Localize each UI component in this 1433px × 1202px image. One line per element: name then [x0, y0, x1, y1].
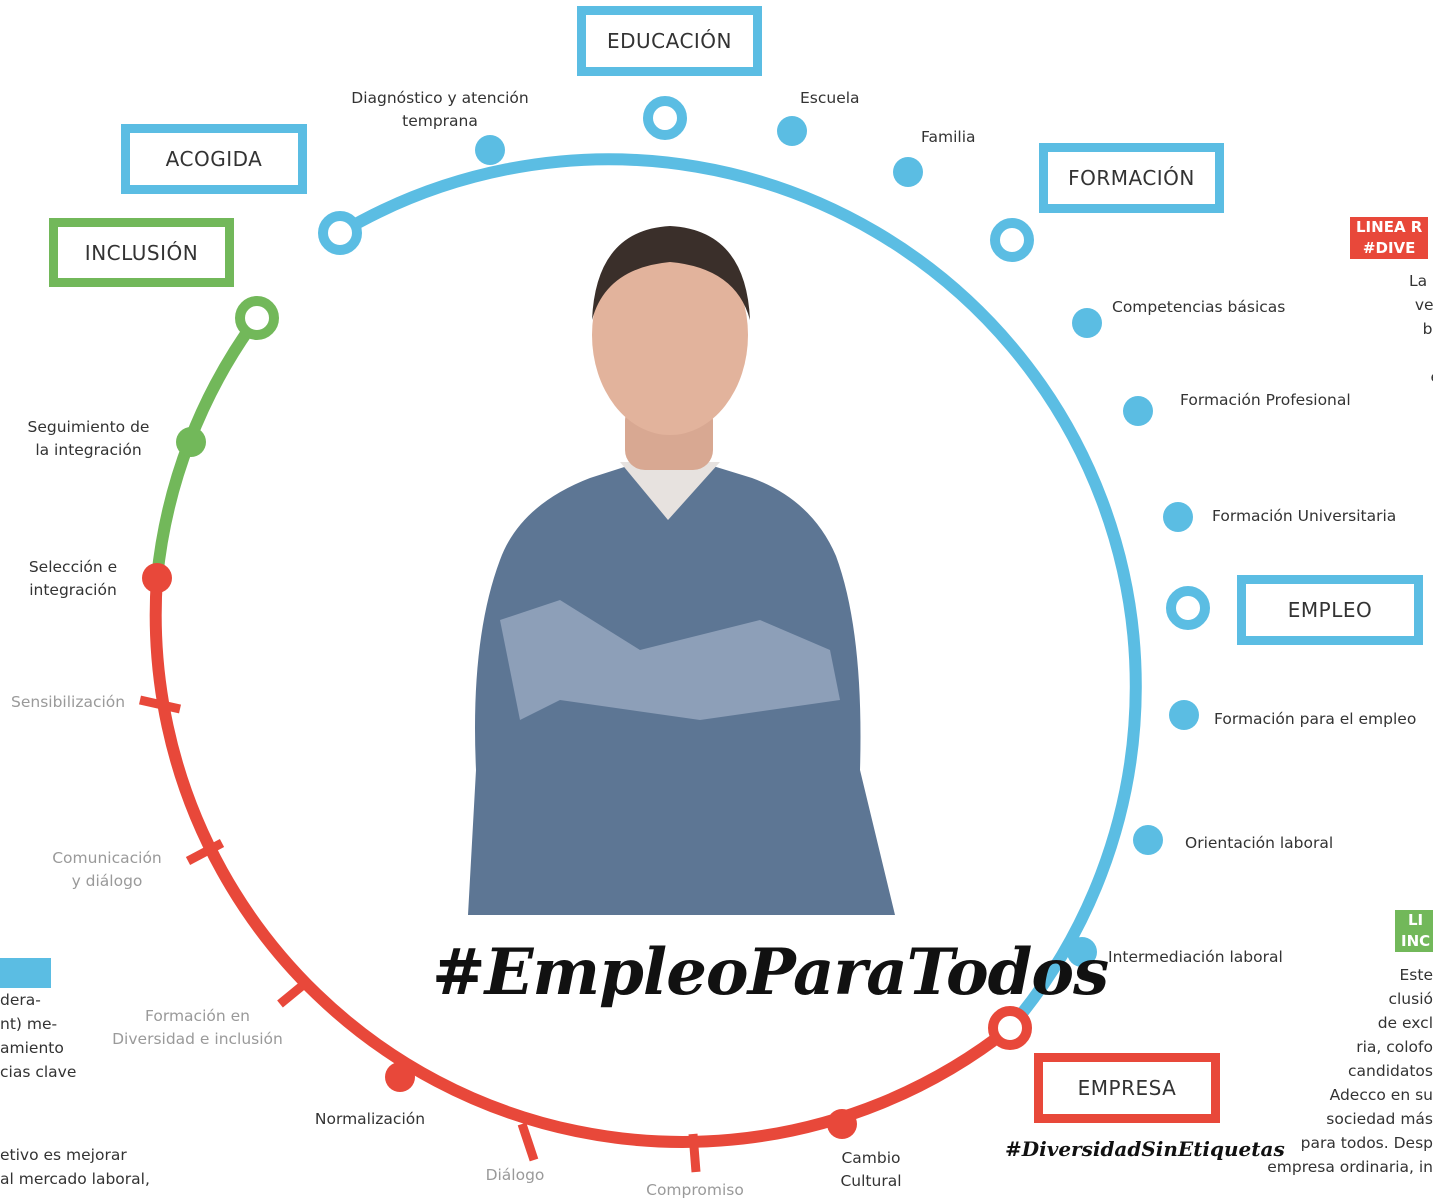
dot-familia [893, 157, 923, 187]
dot-orientacion [1133, 825, 1163, 855]
node-empresa [988, 1006, 1032, 1050]
box-inclusion: INCLUSIÓN [49, 218, 234, 287]
label-formacion-empleo: Formación para el empleo [1214, 710, 1417, 728]
person-photo [468, 226, 895, 915]
label-sensibilizacion: Sensibilización [11, 693, 126, 711]
dot-escuela [777, 116, 807, 146]
node-formacion [990, 218, 1034, 262]
tick-dialogo [517, 1122, 539, 1162]
dot-intermediacion [1067, 937, 1097, 967]
label-cambio-cultural: Cambio Cultural [840, 1149, 902, 1190]
dot-competencias [1072, 308, 1102, 338]
left-blue-bar [0, 958, 51, 988]
right-text-green: Este clusió de excl ria, colofo candidat… [1267, 966, 1433, 1176]
label-formacion-profesional: Formación Profesional [1180, 391, 1351, 409]
dot-seleccion [142, 563, 172, 593]
label-dialogo: Diálogo [485, 1166, 545, 1184]
dot-normalizacion [385, 1062, 415, 1092]
left-text-a: dera- nt) me- amiento cias clave [0, 991, 77, 1081]
box-formacion: FORMACIÓN [1039, 143, 1224, 213]
dot-formacion-empleo [1169, 700, 1199, 730]
label-escuela: Escuela [800, 89, 860, 107]
label-comunicacion: Comunicación y diálogo [52, 849, 162, 890]
tick-formacion-diversidad [277, 977, 311, 1008]
node-inclusion [235, 296, 279, 340]
tag-linea-red: LINEA R #DIVE [1350, 217, 1429, 259]
box-educacion: EDUCACIÓN [577, 6, 762, 76]
dot-formacion-universitaria [1163, 502, 1193, 532]
label-familia: Familia [921, 128, 976, 146]
hashtag-diversidad-sin-etiquetas: #DiversidadSinEtiquetas [1005, 1137, 1285, 1161]
blue-arc [334, 153, 1142, 1034]
label-formacion-universitaria: Formación Universitaria [1212, 507, 1397, 525]
node-empleo [1166, 586, 1210, 630]
left-text-b: etivo es mejorar al mercado laboral, [0, 1146, 150, 1188]
label-compromiso: Compromiso [646, 1181, 744, 1199]
node-acogida [318, 211, 362, 255]
label-intermediacion: Intermediación laboral [1108, 948, 1283, 966]
box-acogida: ACOGIDA [121, 124, 307, 194]
tick-comunicacion [185, 839, 225, 865]
dot-seguimiento [176, 427, 206, 457]
tick-compromiso [688, 1133, 701, 1173]
node-educacion [643, 96, 687, 140]
dot-diagnostico [475, 135, 505, 165]
dot-formacion-profesional [1123, 396, 1153, 426]
label-diagnostico: Diagnóstico y atención temprana [351, 89, 529, 130]
label-orientacion: Orientación laboral [1185, 834, 1334, 852]
label-seleccion: Selección e integración [28, 558, 118, 599]
dot-cambio-cultural [827, 1109, 857, 1139]
tick-sensibilizacion [139, 695, 181, 714]
hashtag-empleo-para-todos: #EmpleoParaTodos [432, 935, 1109, 1010]
box-empresa: EMPRESA [1034, 1053, 1220, 1123]
label-seguimiento: Seguimiento de la integración [27, 418, 150, 459]
green-arc [151, 312, 263, 584]
tag-linea-green: LI INC [1395, 910, 1433, 952]
label-competencias: Competencias básicas [1112, 298, 1286, 316]
box-empleo: EMPLEO [1237, 575, 1423, 645]
label-normalizacion: Normalización [314, 1110, 426, 1128]
right-text-red: La # vers ba d e [1408, 272, 1433, 386]
label-formacion-diversidad: Formación en Diversidad e inclusión [112, 1007, 283, 1048]
